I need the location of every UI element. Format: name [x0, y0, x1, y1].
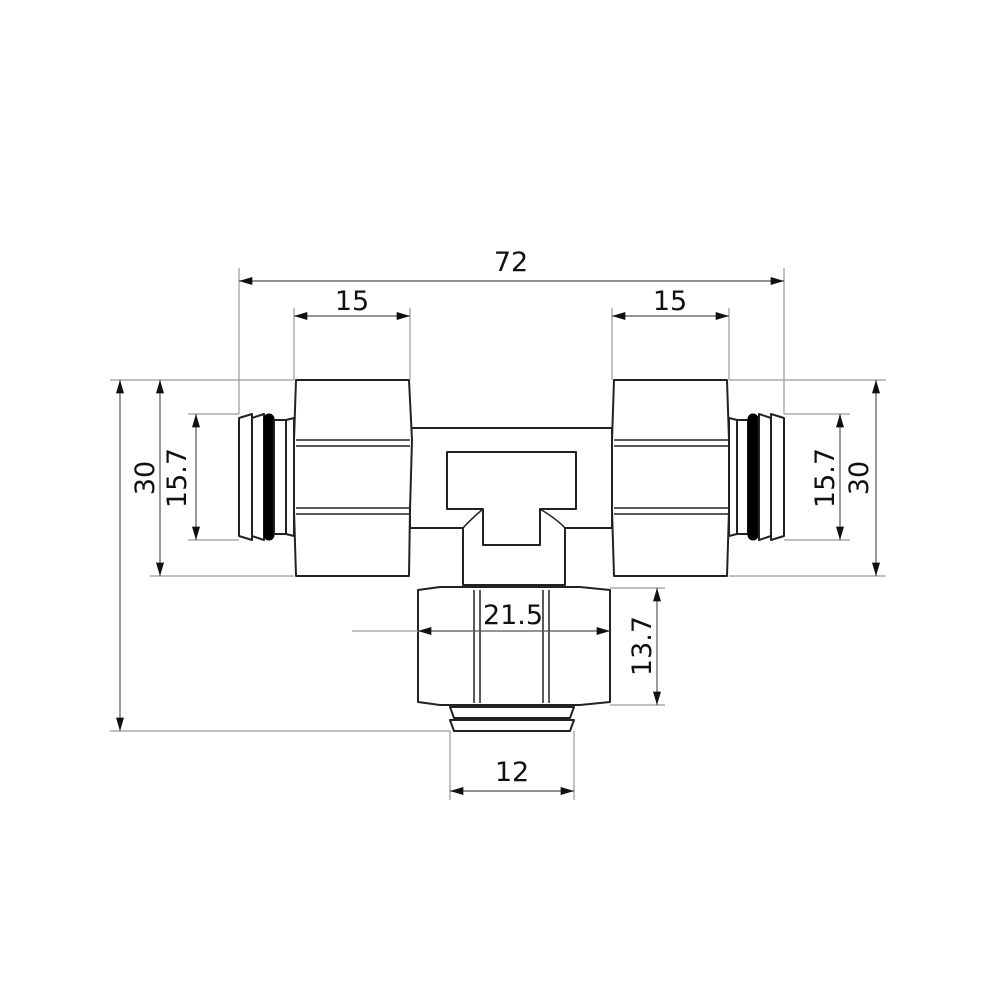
svg-text:30: 30 — [130, 461, 161, 495]
bottom-spigot — [449, 706, 575, 732]
svg-text:72: 72 — [494, 247, 528, 278]
dimension-left-30: 30 — [130, 380, 164, 577]
bottom-nut — [417, 586, 611, 706]
svg-text:15: 15 — [653, 286, 687, 317]
right-nut — [611, 379, 730, 577]
svg-text:15: 15 — [335, 286, 369, 317]
svg-text:30: 30 — [844, 461, 875, 495]
svg-text:15.7: 15.7 — [162, 448, 193, 508]
dimension-12: 12 — [450, 757, 575, 795]
left-spigot — [238, 413, 295, 541]
svg-text:15.7: 15.7 — [810, 448, 841, 508]
dimension-21-5: 21.5 — [418, 600, 611, 635]
left-nut — [293, 379, 413, 577]
svg-text:13.7: 13.7 — [627, 616, 658, 676]
dimension-right-15-7: 15.7 — [810, 414, 844, 541]
dimension-right-30: 30 — [844, 380, 880, 577]
svg-text:12: 12 — [495, 757, 529, 788]
dimension-13-7: 13.7 — [627, 587, 661, 706]
dimension-left-15: 15 — [294, 286, 410, 320]
dimension-right-15: 15 — [611, 286, 730, 320]
dimension-left-15-7: 15.7 — [162, 414, 200, 541]
right-spigot — [728, 413, 785, 541]
svg-text:21.5: 21.5 — [483, 600, 543, 631]
dimension-72: 72 — [238, 247, 785, 285]
tee-body — [409, 427, 613, 586]
